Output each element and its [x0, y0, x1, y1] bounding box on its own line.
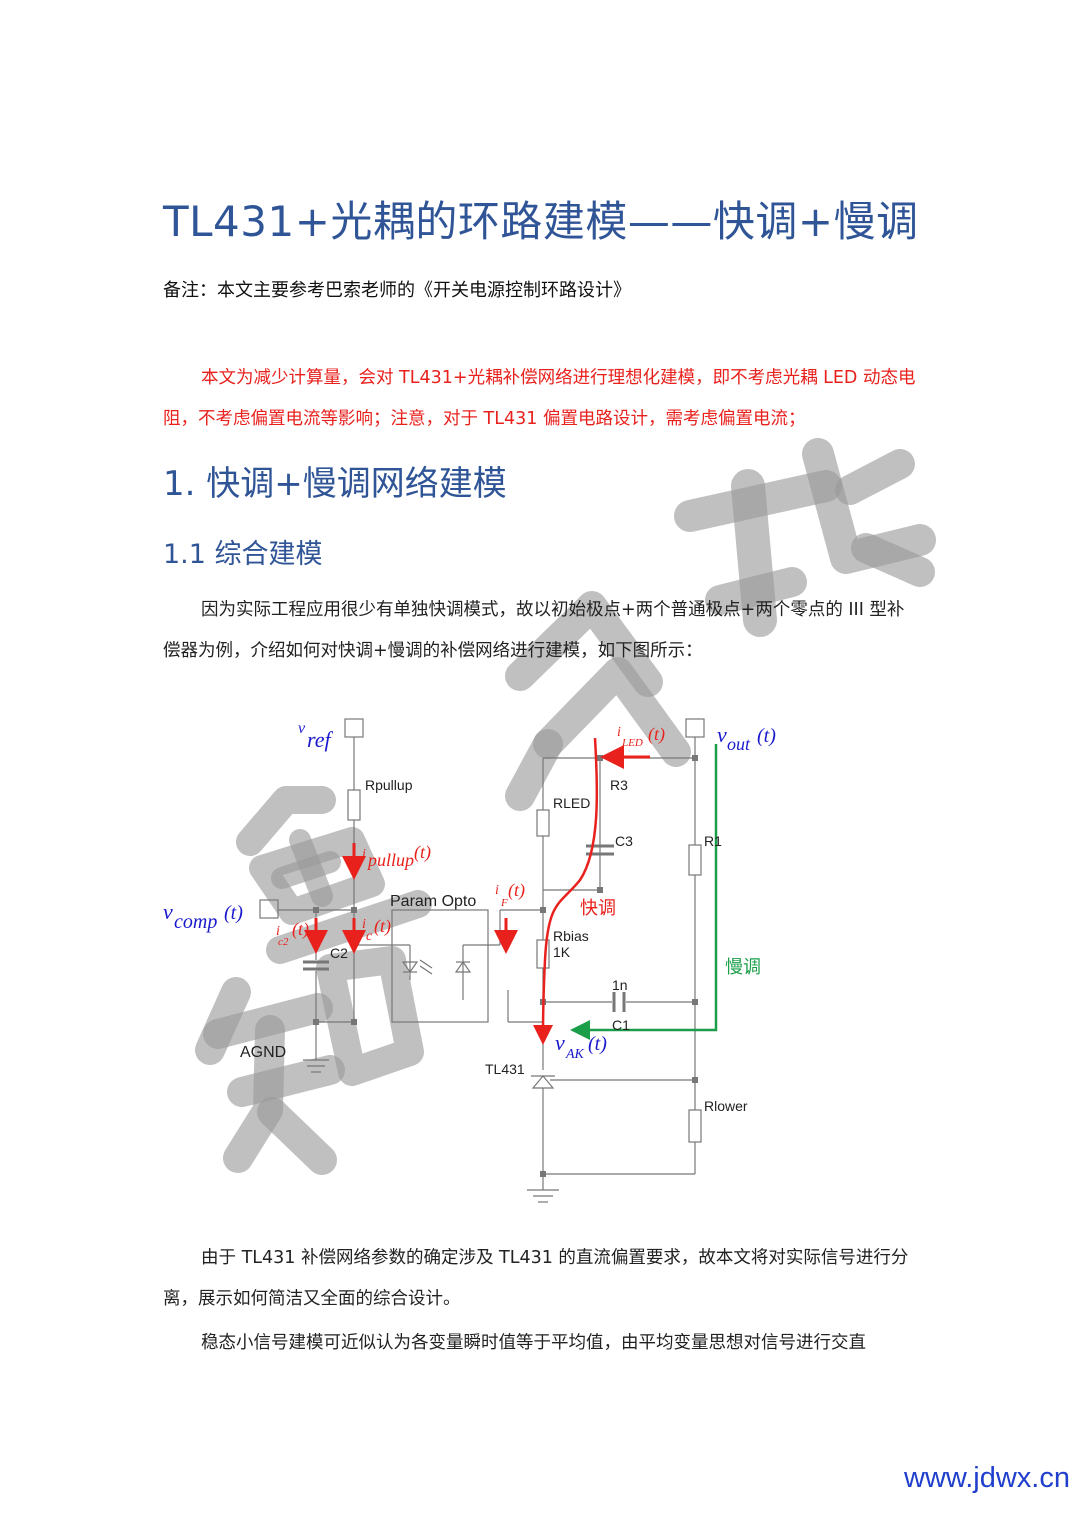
c2-label: C2 — [330, 945, 348, 961]
iled-t: (t) — [648, 724, 665, 745]
r1-resistor — [688, 844, 702, 876]
ic2-t: (t) — [292, 919, 309, 940]
iled-symbol: i — [617, 725, 621, 740]
vcomp-terminal — [259, 899, 279, 919]
optocoupler-box — [391, 909, 489, 1023]
iled-sub: LED — [621, 737, 643, 749]
section-heading-1-1: 1.1 综合建模 — [163, 539, 323, 570]
ic-sub: c — [366, 929, 373, 944]
circuit-diagram: Rpullup C2 AGND Param Opto R3 RLED C3 R1… — [163, 718, 776, 1203]
slow-loop-label: 慢调 — [725, 957, 761, 977]
rled-resistor — [536, 809, 550, 837]
page-title: TL431+光耦的环路建模——快调+慢调 — [163, 197, 919, 246]
vcomp-symbol: v — [163, 899, 173, 924]
intro-warning-paragraph: 本文为减少计算量，会对 TL431+光耦补偿网络进行理想化建模，即不考虑光耦 L… — [163, 368, 916, 429]
r1-label: R1 — [704, 833, 722, 849]
vout-t: (t) — [757, 725, 776, 747]
reference-note: 备注：本文主要参考巴索老师的《开关电源控制环路设计》 — [163, 280, 631, 301]
ic-symbol: i — [362, 917, 366, 932]
rlower-resistor — [688, 1109, 702, 1143]
vref-symbol: v — [298, 720, 306, 737]
footer-url[interactable]: www.jdwx.cn — [904, 1462, 1070, 1494]
rlower-label: Rlower — [704, 1098, 748, 1114]
vref-sub: ref — [307, 727, 334, 752]
vcomp-t: (t) — [224, 902, 243, 924]
if-t: (t) — [508, 880, 525, 901]
vcomp-sub: comp — [174, 911, 217, 933]
paragraph-intro-compensator: 因为实际工程应用很少有单独快调模式，故以初始极点+两个普通极点+两个零点的 II… — [163, 600, 905, 661]
fast-loop-label: 快调 — [580, 898, 616, 918]
tl431-label: TL431 — [485, 1061, 525, 1077]
paragraph-small-signal: 稳态小信号建模可近似认为各变量瞬时值等于平均值，由平均变量思想对信号进行交直 — [201, 1333, 866, 1353]
vout-sub: out — [727, 734, 751, 754]
if-symbol: i — [495, 883, 499, 898]
vout-terminal — [685, 718, 705, 738]
vak-t: (t) — [588, 1033, 607, 1055]
ic-t: (t) — [374, 916, 391, 937]
ipullup-t: (t) — [414, 842, 431, 863]
rbias-value: 1K — [553, 944, 571, 960]
rpullup-label: Rpullup — [365, 777, 413, 793]
rpullup-resistor — [347, 789, 361, 821]
c1-value: 1n — [612, 977, 628, 993]
vak-symbol: v — [555, 1030, 565, 1055]
rled-label: RLED — [553, 795, 590, 811]
agnd-label: AGND — [240, 1044, 286, 1061]
if-sub: F — [500, 897, 508, 909]
rbias-label: Rbias — [553, 928, 589, 944]
slow-loop-path — [570, 744, 718, 1040]
param-opto-label: Param Opto — [390, 893, 476, 910]
paragraph-dc-bias: 由于 TL431 补偿网络参数的确定涉及 TL431 的直流偏置要求，故本文将对… — [163, 1248, 909, 1309]
vref-terminal — [344, 718, 364, 738]
vak-sub: AK — [565, 1047, 585, 1062]
r3-label: R3 — [610, 777, 628, 793]
section-heading-1: 1. 快调+慢调网络建模 — [163, 464, 507, 504]
ipullup-symbol: i — [362, 847, 366, 862]
fast-loop-path — [533, 737, 599, 1045]
vout-symbol: v — [717, 722, 727, 747]
c1-label: C1 — [612, 1017, 630, 1033]
ipullup-sub: pullup — [366, 850, 414, 870]
c3-label: C3 — [615, 833, 633, 849]
ic2-sub: c2 — [278, 936, 289, 948]
ic2-symbol: i — [276, 924, 280, 939]
